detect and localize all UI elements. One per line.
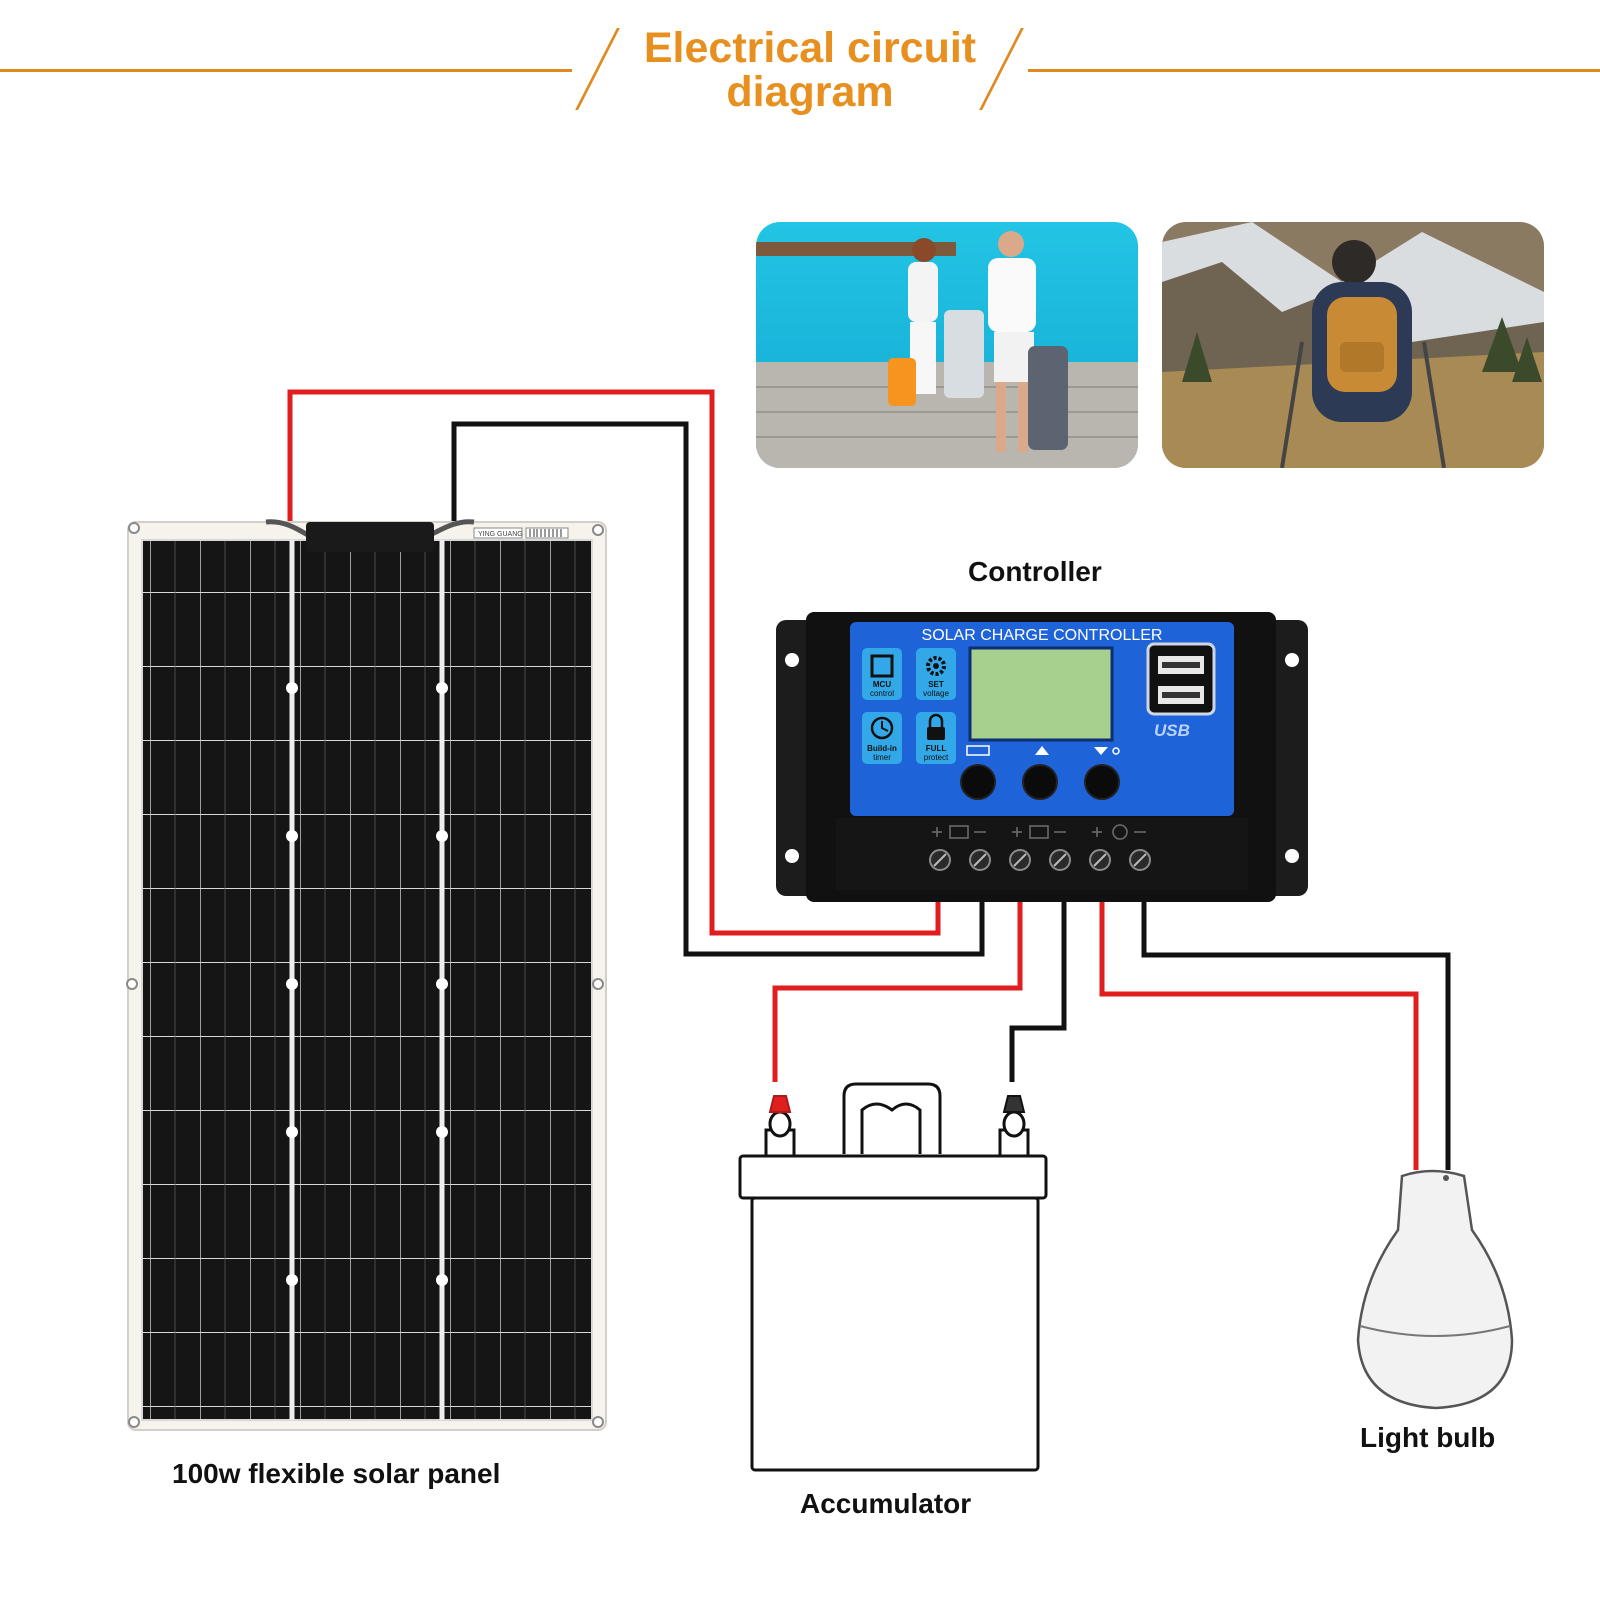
lock-icon [927, 713, 945, 740]
controller-label: Controller [968, 556, 1102, 587]
controller-heading: SOLAR CHARGE CONTROLLER [922, 627, 1163, 644]
accumulator-battery [738, 1082, 1048, 1472]
light-bulb-label: Light bulb [1360, 1422, 1496, 1453]
feature-set-line2: voltage [923, 689, 949, 698]
up-button[interactable] [1022, 764, 1058, 800]
menu-button[interactable] [960, 764, 996, 800]
feature-mcu: MCU control [862, 648, 902, 700]
travel-photo [756, 222, 1138, 468]
title-rule-left [0, 69, 572, 72]
feature-protect: FULL protect [916, 712, 956, 764]
feature-mcu-line1: MCU [873, 680, 891, 689]
charge-controller: SOLAR CHARGE CONTROLLER MCU control SET … [776, 612, 1308, 902]
light-bulb [1356, 1169, 1514, 1410]
solar-panel: YING GUANG [126, 519, 607, 1431]
diagram-title: Electrical circuit diagram [610, 26, 1010, 114]
feature-protect-line2: protect [924, 753, 949, 762]
title-line-2: diagram [726, 68, 894, 116]
lcd-display [968, 646, 1114, 742]
wire-load-positive [1099, 898, 1419, 1170]
feature-mcu-line2: control [870, 689, 894, 698]
feature-set-voltage: SET voltage [916, 648, 956, 700]
usb-label: USB [1154, 721, 1190, 740]
wire-panel-positive [287, 389, 941, 936]
accumulator-label: Accumulator [800, 1488, 972, 1519]
gear-icon [926, 656, 946, 676]
feature-set-line1: SET [928, 680, 944, 689]
wire-battery-negative [1009, 898, 1067, 1082]
panel-sticker: YING GUANG [478, 531, 523, 538]
chip-icon [870, 654, 894, 678]
feature-timer: Build-in timer [862, 712, 902, 764]
clock-icon [870, 716, 894, 740]
wire-battery-positive [772, 898, 1023, 1082]
hiking-photo [1162, 222, 1544, 468]
feature-protect-line1: FULL [926, 744, 947, 753]
feature-timer-line2: timer [873, 753, 891, 762]
feature-timer-line1: Build-in [867, 744, 897, 753]
title-rule-right [1028, 69, 1600, 72]
solar-panel-label: 100w flexible solar panel [172, 1458, 501, 1489]
title-line-1: Electrical circuit [643, 24, 977, 72]
wire-panel-negative [451, 421, 985, 957]
down-button[interactable] [1084, 764, 1120, 800]
usb-port-icon [1146, 642, 1216, 716]
wire-load-negative [1141, 898, 1451, 1170]
